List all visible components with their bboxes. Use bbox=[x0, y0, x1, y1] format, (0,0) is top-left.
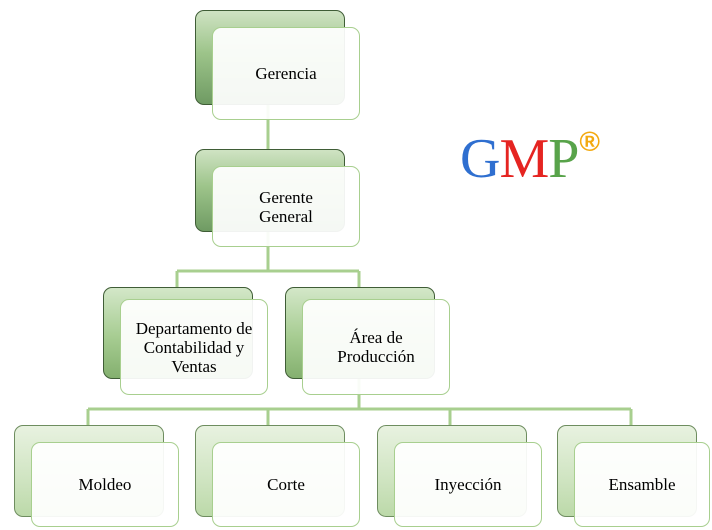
logo-letter-p: P bbox=[548, 128, 579, 190]
node-label: Corte bbox=[267, 475, 305, 494]
node-label-box: Moldeo bbox=[31, 442, 179, 527]
node-label-box: Gerencia bbox=[212, 27, 360, 120]
logo-letter-m: M bbox=[499, 128, 549, 190]
node-label: Área de Producción bbox=[337, 328, 415, 366]
node-label: Gerente General bbox=[259, 187, 313, 226]
node-label: Gerencia bbox=[255, 64, 317, 83]
node-label-box: Corte bbox=[212, 442, 360, 527]
node-label-box: Inyección bbox=[394, 442, 542, 527]
node-label-box: Ensamble bbox=[574, 442, 710, 527]
node-label: Departamento de Contabilidad y Ventas bbox=[135, 318, 253, 376]
gmp-logo: GMP® bbox=[460, 112, 600, 190]
node-label-box: Área de Producción bbox=[302, 299, 450, 395]
logo-letter-g: G bbox=[460, 128, 500, 190]
node-label: Moldeo bbox=[78, 475, 132, 494]
node-label: Ensamble bbox=[608, 475, 676, 494]
node-label: Inyección bbox=[434, 475, 502, 494]
node-label-box: Gerente General bbox=[212, 166, 360, 247]
registered-mark-icon: ® bbox=[579, 126, 600, 157]
node-label-box: Departamento de Contabilidad y Ventas bbox=[120, 299, 268, 395]
